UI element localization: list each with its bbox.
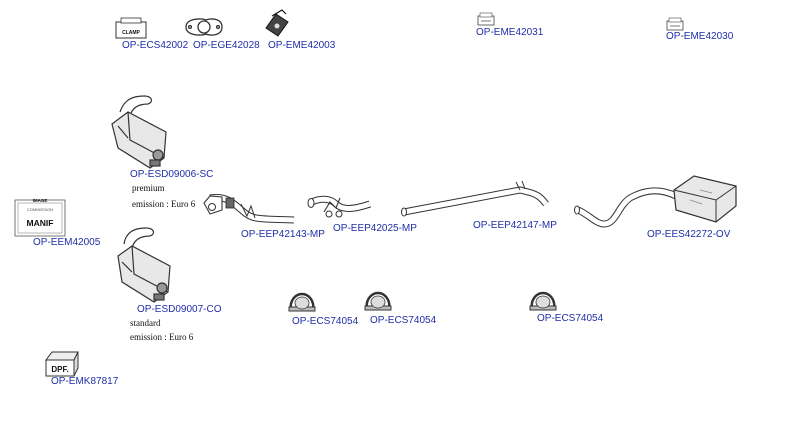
- mount-box-icon[interactable]: [666, 17, 684, 31]
- part-ref-dpf-premium[interactable]: OP-ESD09006-SC: [130, 169, 214, 180]
- part-ref-dpf-standard[interactable]: OP-ESD09007-CO: [137, 304, 222, 315]
- part-ref-rubber-mount[interactable]: OP-EME42003: [268, 40, 336, 51]
- part-ref-rear-silencer[interactable]: OP-EES42272-OV: [647, 229, 731, 240]
- particulate-filter-icon[interactable]: [117, 227, 171, 303]
- part-ref-centre-pipe[interactable]: OP-EEP42147-MP: [473, 220, 557, 231]
- svg-text:IMAGE: IMAGE: [33, 198, 48, 203]
- part-ref-inter-pipe[interactable]: OP-EEP42025-MP: [333, 223, 417, 234]
- part-ref-clamp-1[interactable]: OP-ECS74054: [292, 316, 359, 327]
- dpf-premium-emission: emission : Euro 6: [132, 199, 196, 209]
- front-pipe-icon[interactable]: [203, 193, 295, 224]
- rubber-mount-icon[interactable]: [265, 9, 289, 37]
- dpf-standard-emission: emission : Euro 6: [130, 332, 194, 342]
- flange-gasket-icon[interactable]: [185, 18, 223, 36]
- part-ref-manifold[interactable]: OP-EEM42005: [33, 237, 101, 248]
- part-ref-clamp-3[interactable]: OP-ECS74054: [537, 313, 604, 324]
- part-ref-clamp-box[interactable]: OP-ECS42002: [122, 40, 189, 51]
- part-ref-mount-box-2[interactable]: OP-EME42030: [666, 31, 734, 42]
- svg-text:COMMISSION: COMMISSION: [27, 207, 53, 212]
- svg-text:MANIF: MANIF: [27, 218, 54, 228]
- exhaust-clamp-icon[interactable]: [288, 292, 316, 312]
- mount-box-icon[interactable]: [477, 12, 495, 26]
- part-ref-gasket[interactable]: OP-EGE42028: [193, 40, 260, 51]
- rear-silencer-icon[interactable]: [574, 175, 737, 228]
- part-ref-mount-box-1[interactable]: OP-EME42031: [476, 27, 544, 38]
- centre-pipe-icon[interactable]: [401, 180, 549, 217]
- exhaust-clamp-icon[interactable]: [364, 291, 392, 311]
- particulate-filter-icon[interactable]: [111, 95, 167, 169]
- exhaust-clamp-icon[interactable]: [529, 291, 557, 311]
- dpf-standard-variant: standard: [130, 318, 161, 328]
- dpf-kit-box-icon[interactable]: DPF.: [45, 351, 79, 377]
- clamp-box-icon[interactable]: CLAMP: [115, 17, 147, 39]
- part-ref-front-pipe[interactable]: OP-EEP42143-MP: [241, 229, 325, 240]
- manifold-image-box-icon[interactable]: IMAGE COMMISSION MANIF: [14, 198, 66, 237]
- part-ref-clamp-2[interactable]: OP-ECS74054: [370, 315, 437, 326]
- dpf-premium-variant: premium: [132, 183, 165, 193]
- part-ref-dpf-kit[interactable]: OP-EMK87817: [51, 376, 119, 387]
- svg-text:DPF.: DPF.: [51, 365, 68, 374]
- intermediate-pipe-icon[interactable]: [307, 195, 372, 218]
- svg-text:CLAMP: CLAMP: [122, 30, 140, 36]
